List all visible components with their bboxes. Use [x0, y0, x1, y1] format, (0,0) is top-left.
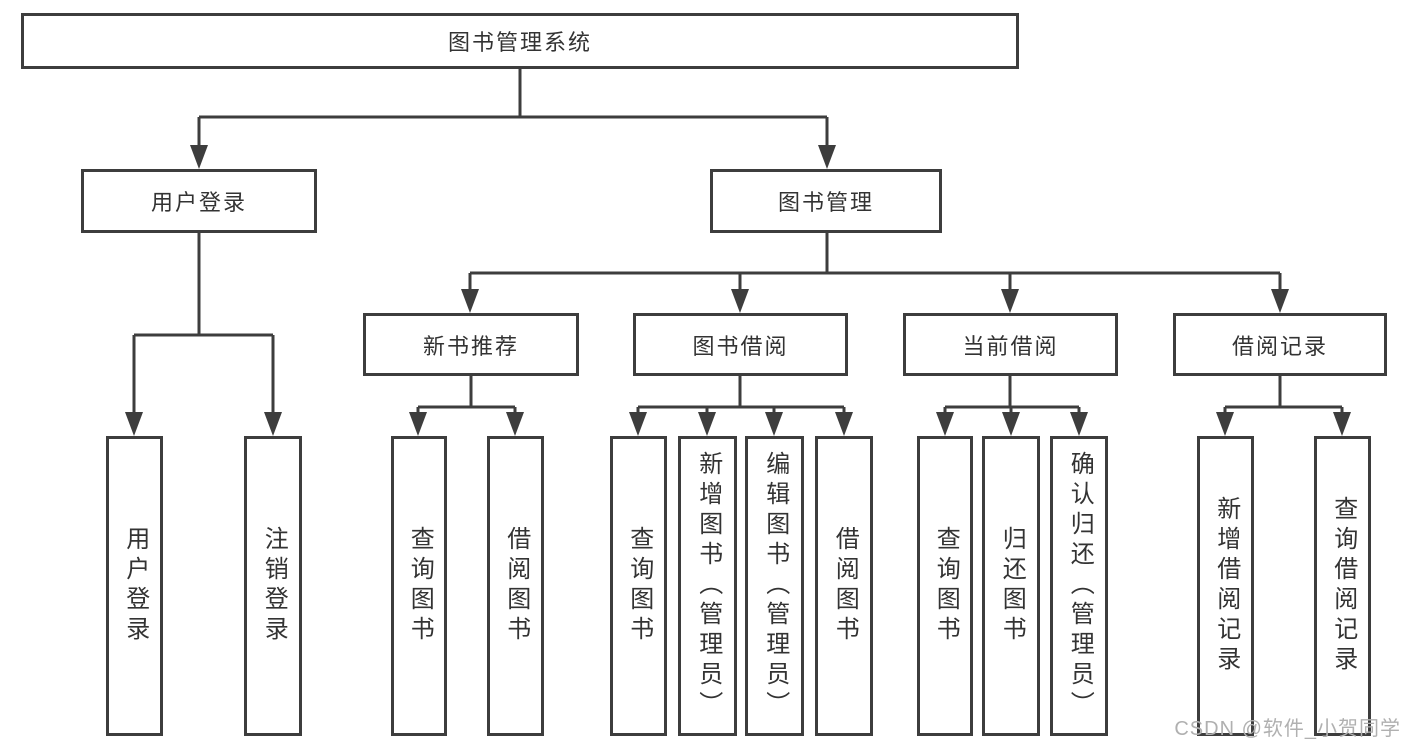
node-label: 查询借阅记录: [1329, 496, 1357, 676]
arrowhead: [835, 412, 853, 436]
node-label: 新增图书（管理员）: [694, 451, 722, 721]
node-label: 注销登录: [260, 526, 288, 646]
arrowhead-group: [125, 145, 1351, 436]
node-current-borrow: 当前借阅: [903, 313, 1118, 376]
node-label: 图书管理系统: [447, 30, 592, 55]
arrowhead: [125, 412, 143, 436]
node-root: 图书管理系统: [21, 13, 1019, 69]
leaf-query-borrow-record: 查询借阅记录: [1314, 436, 1371, 736]
node-label: 当前借阅: [962, 333, 1059, 359]
node-label: 用户登录: [150, 190, 247, 215]
arrowhead: [1001, 289, 1019, 313]
node-label: 编辑图书（管理员）: [761, 451, 789, 721]
arrowhead: [264, 412, 282, 436]
leaf-add-borrow-record: 新增借阅记录: [1197, 436, 1254, 736]
leaf-query-books-borrow: 查询图书: [610, 436, 667, 736]
node-label: 图书借阅: [692, 333, 789, 359]
leaf-return-books: 归还图书: [982, 436, 1040, 736]
node-label: 查询图书: [406, 526, 434, 646]
node-label: 用户登录: [121, 526, 149, 646]
node-label: 查询图书: [932, 526, 960, 646]
arrowhead: [765, 412, 783, 436]
node-label: 借阅图书: [831, 526, 859, 646]
arrowhead: [1070, 412, 1088, 436]
node-label: 图书管理: [777, 190, 874, 215]
arrowhead: [190, 145, 208, 169]
node-book-borrow: 图书借阅: [633, 313, 848, 376]
leaf-query-books-recommend: 查询图书: [391, 436, 447, 736]
node-book-management: 图书管理: [710, 169, 942, 233]
csdn-watermark: CSDN @软件_小贺同学: [1174, 718, 1401, 740]
leaf-edit-books-admin: 编辑图书（管理员）: [745, 436, 804, 736]
leaf-borrow-books-recommend: 借阅图书: [487, 436, 544, 736]
node-label: 借阅图书: [502, 526, 530, 646]
arrowhead: [1333, 412, 1351, 436]
arrowhead: [936, 412, 954, 436]
node-label: 归还图书: [998, 526, 1026, 646]
node-borrow-records: 借阅记录: [1173, 313, 1387, 376]
arrowhead: [409, 412, 427, 436]
arrowhead: [1271, 289, 1289, 313]
leaf-borrow-books: 借阅图书: [815, 436, 873, 736]
node-user-login: 用户登录: [81, 169, 317, 233]
arrowhead: [698, 412, 716, 436]
node-label: 确认归还（管理员）: [1066, 451, 1094, 721]
arrowhead: [506, 412, 524, 436]
node-label: 新增借阅记录: [1212, 496, 1240, 676]
node-label: 新书推荐: [422, 333, 519, 359]
leaf-confirm-return-admin: 确认归还（管理员）: [1050, 436, 1108, 736]
leaf-add-books-admin: 新增图书（管理员）: [678, 436, 737, 736]
leaf-logout: 注销登录: [244, 436, 302, 736]
arrowhead: [731, 289, 749, 313]
node-label: 查询图书: [625, 526, 653, 646]
node-new-book-recommend: 新书推荐: [363, 313, 579, 376]
arrowhead: [818, 145, 836, 169]
arrowhead: [1002, 412, 1020, 436]
leaf-query-books-current: 查询图书: [917, 436, 973, 736]
arrowhead: [1216, 412, 1234, 436]
arrowhead: [629, 412, 647, 436]
leaf-user-login: 用户登录: [106, 436, 163, 736]
node-label: 借阅记录: [1231, 333, 1328, 359]
arrowhead: [461, 289, 479, 313]
